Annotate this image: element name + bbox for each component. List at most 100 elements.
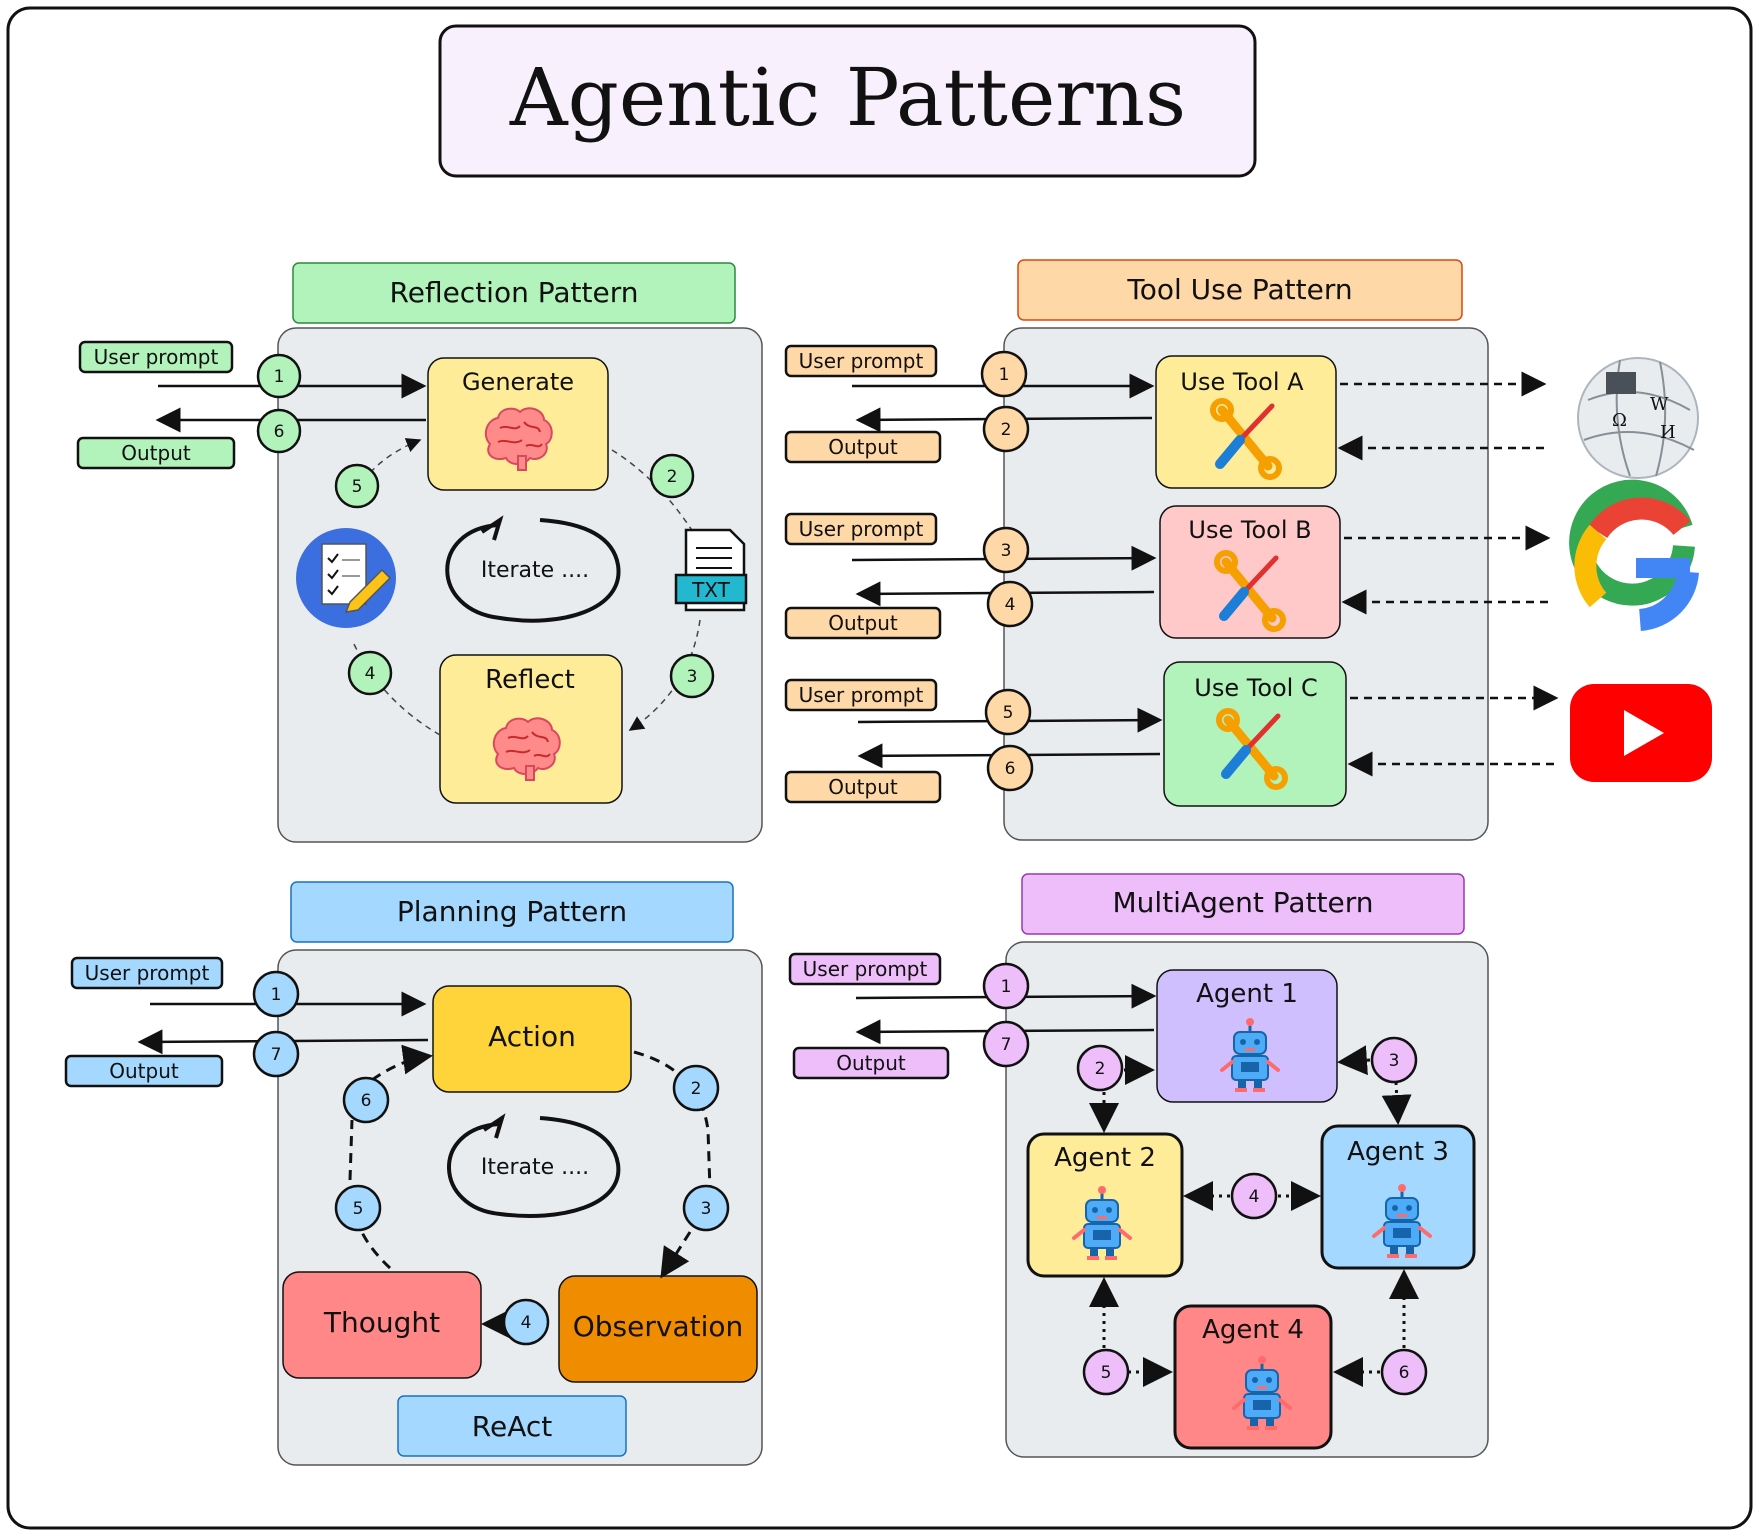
planning-iterate-label: Iterate .... bbox=[481, 1155, 589, 1180]
planning-user-prompt-label bbox=[70, 956, 224, 990]
tool-use-title: Tool Use Pattern bbox=[1126, 273, 1352, 306]
observation-box bbox=[558, 1275, 758, 1383]
reflection-step-badges: 1 6 2 3 4 5 bbox=[256, 353, 715, 699]
tool-use-step-badges: 1 2 3 4 5 6 bbox=[980, 350, 1034, 792]
step-number: 1 bbox=[999, 365, 1010, 385]
svg-text:W: W bbox=[1650, 394, 1669, 415]
step-number: 4 bbox=[365, 664, 376, 684]
reflection-header bbox=[292, 262, 736, 324]
multiagent-output-text: Output bbox=[836, 1051, 906, 1075]
thought-label: Thought bbox=[323, 1306, 440, 1339]
use-tool-a-label: Use Tool A bbox=[1180, 368, 1304, 396]
planning-step-badges: 1 7 2 3 4 5 6 bbox=[252, 970, 730, 1346]
planning-header bbox=[290, 881, 734, 943]
svg-text:Ω: Ω bbox=[1612, 410, 1627, 431]
tool-c-output-text: Output bbox=[828, 775, 898, 799]
multiagent-pattern: MultiAgent Pattern User prompt Output Ag… bbox=[788, 873, 1489, 1458]
step-number: 5 bbox=[353, 1199, 364, 1219]
step-number: 3 bbox=[687, 667, 698, 687]
reflection-dashed-arc bbox=[351, 438, 422, 501]
step-number: 5 bbox=[1003, 703, 1014, 723]
multiagent-user-prompt-text: User prompt bbox=[803, 957, 928, 981]
checklist-icon bbox=[296, 528, 396, 628]
youtube-icon bbox=[1570, 684, 1712, 782]
agent-3-label: Agent 3 bbox=[1347, 1137, 1449, 1167]
tool-a-user-prompt-text: User prompt bbox=[799, 349, 924, 373]
planning-pattern: Planning Pattern User prompt Output Acti… bbox=[64, 881, 763, 1466]
reflection-output-label bbox=[76, 436, 236, 470]
action-box bbox=[432, 985, 632, 1093]
step-number: 7 bbox=[1001, 1035, 1012, 1055]
planning-dashed-arc bbox=[660, 1231, 692, 1279]
tool-b-user-prompt-text: User prompt bbox=[799, 517, 924, 541]
reflection-user-prompt-text: User prompt bbox=[94, 345, 219, 369]
reflection-user-prompt-label bbox=[78, 340, 234, 374]
step-number: 2 bbox=[667, 467, 678, 487]
reflection-panel bbox=[277, 327, 763, 843]
step-number: 4 bbox=[1249, 1187, 1260, 1207]
txt-file-icon: TXT bbox=[674, 528, 748, 612]
agent-1-label: Agent 1 bbox=[1196, 979, 1298, 1009]
reflection-iterate-label: Iterate .... bbox=[481, 558, 589, 583]
multiagent-output-label bbox=[792, 1046, 950, 1080]
multiagent-step-badges: 1 7 2 3 4 5 6 bbox=[982, 962, 1428, 1396]
step-number: 4 bbox=[521, 1313, 532, 1333]
react-label-box bbox=[397, 1395, 627, 1457]
tool-b-output-label bbox=[784, 606, 942, 640]
multiagent-dotted-arrow bbox=[1381, 1081, 1412, 1125]
reflection-output-text: Output bbox=[121, 441, 191, 465]
observation-label: Observation bbox=[573, 1310, 744, 1343]
tool-c-output-label bbox=[784, 770, 942, 804]
use-tool-b-label: Use Tool B bbox=[1188, 516, 1311, 544]
step-number: 1 bbox=[271, 985, 282, 1005]
step-number: 6 bbox=[1399, 1363, 1410, 1383]
step-number: 1 bbox=[274, 367, 285, 387]
planning-iterate-loop bbox=[447, 1116, 621, 1218]
step-number: 5 bbox=[352, 477, 363, 497]
reflection-title: Reflection Pattern bbox=[390, 276, 639, 309]
agent-2-label: Agent 2 bbox=[1054, 1143, 1156, 1173]
step-number: 4 bbox=[1005, 595, 1016, 615]
step-number: 6 bbox=[274, 422, 285, 442]
tool-a-user-prompt-label bbox=[784, 344, 938, 378]
multiagent-user-prompt-label bbox=[788, 952, 942, 986]
use-tool-c-box bbox=[1163, 661, 1347, 807]
reflection-pattern: Reflection Pattern User prompt Output Ge… bbox=[76, 262, 763, 843]
google-icon bbox=[1569, 479, 1699, 631]
step-number: 3 bbox=[1389, 1051, 1400, 1071]
step-number: 7 bbox=[271, 1045, 282, 1065]
planning-dashed-arc bbox=[371, 1044, 433, 1082]
tool-c-user-prompt-text: User prompt bbox=[799, 683, 924, 707]
iterate-loop-arrowhead bbox=[480, 515, 504, 541]
planning-dashed-arc bbox=[352, 1209, 392, 1270]
action-label: Action bbox=[488, 1020, 576, 1053]
planning-user-prompt-text: User prompt bbox=[85, 961, 210, 985]
tool-b-user-prompt-label bbox=[784, 512, 938, 546]
tool-c-user-prompt-label bbox=[784, 678, 938, 712]
tool-use-pattern: Tool Use Pattern User prompt Output Use … bbox=[784, 259, 1712, 841]
multiagent-header bbox=[1021, 873, 1465, 935]
reflect-label: Reflect bbox=[485, 665, 575, 695]
tool-b-output-text: Output bbox=[828, 611, 898, 635]
svg-text:И: И bbox=[1660, 422, 1676, 443]
multiagent-dotted-arrow bbox=[1337, 1045, 1371, 1076]
step-number: 6 bbox=[1005, 759, 1016, 779]
planning-output-text: Output bbox=[109, 1059, 179, 1083]
step-number: 5 bbox=[1101, 1363, 1112, 1383]
use-tool-b-box bbox=[1159, 505, 1341, 639]
react-label: ReAct bbox=[472, 1410, 552, 1443]
step-number: 2 bbox=[1001, 420, 1012, 440]
tool-use-header bbox=[1017, 259, 1463, 321]
use-tool-c-label: Use Tool C bbox=[1194, 674, 1317, 702]
outer-frame bbox=[6, 6, 1753, 1530]
main-title: Agentic Patterns bbox=[438, 24, 1257, 178]
step-number: 2 bbox=[1095, 1059, 1106, 1079]
step-number: 3 bbox=[1001, 541, 1012, 561]
step-number: 2 bbox=[691, 1079, 702, 1099]
planning-title: Planning Pattern bbox=[397, 895, 627, 928]
multiagent-title: MultiAgent Pattern bbox=[1113, 886, 1374, 919]
iterate-loop bbox=[445, 518, 621, 623]
step-number: 6 bbox=[361, 1091, 372, 1111]
agent-4-label: Agent 4 bbox=[1202, 1315, 1304, 1345]
planning-dashed-arc bbox=[633, 1050, 712, 1191]
